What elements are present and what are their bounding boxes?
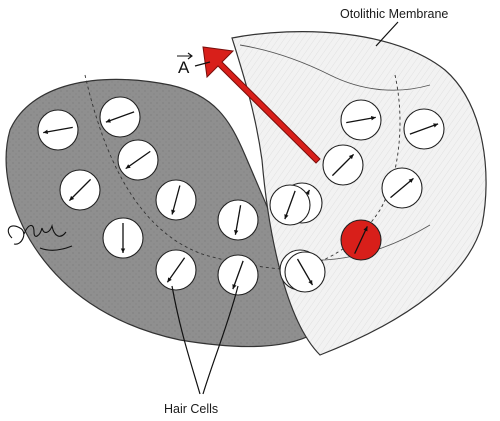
membrane-dashed-line xyxy=(299,74,401,271)
acceleration-label-vector-bar xyxy=(177,52,193,60)
polarity-arrow-shaft xyxy=(166,257,186,283)
membrane-hair-cell xyxy=(381,167,423,209)
membrane-hair-cell xyxy=(340,99,382,141)
acceleration-label-leader xyxy=(194,61,211,67)
acceleration-arrow xyxy=(202,46,321,164)
hair-cells-leader xyxy=(171,285,239,395)
artist-signature xyxy=(7,223,73,251)
polarity-arrow-shaft xyxy=(43,126,73,134)
macula-hair-cell xyxy=(99,96,141,138)
macula-hair-cells xyxy=(37,96,321,296)
macula-dashed-line xyxy=(84,74,301,271)
membrane-label: Otolithic Membrane xyxy=(340,7,448,21)
highlighted-hair-cell xyxy=(340,219,382,261)
polarity-arrow-head xyxy=(284,214,289,220)
polarity-arrow-shaft xyxy=(68,178,92,202)
polarity-arrow-shaft xyxy=(346,116,376,124)
polarity-arrow-shaft xyxy=(284,190,296,220)
polarity-arrow-head xyxy=(408,178,414,183)
macula-hair-cell xyxy=(155,179,197,221)
polarity-arrow-head xyxy=(363,226,368,232)
membrane-hair-cells xyxy=(269,99,445,293)
macula-hair-cell xyxy=(155,249,197,291)
polarity-arrow-head xyxy=(105,118,111,123)
polarity-arrow-shaft xyxy=(232,260,244,290)
polarity-arrow-head xyxy=(348,154,354,160)
membrane-hair-cell xyxy=(284,251,326,293)
membrane-inner-edge xyxy=(239,44,431,91)
membrane-hair-cell xyxy=(322,144,364,186)
polarity-arrow-shaft xyxy=(390,177,414,199)
polarity-arrow-shaft xyxy=(234,205,242,235)
polarity-arrow-head xyxy=(69,195,75,201)
macula-hair-cell xyxy=(102,217,144,259)
polarity-arrow-head xyxy=(370,116,376,121)
hair-cells-label: Hair Cells xyxy=(164,402,218,416)
polarity-arrow-shaft xyxy=(354,226,368,254)
polarity-arrow-head xyxy=(232,284,237,290)
macula-hair-cell xyxy=(217,254,259,296)
polarity-arrow-head xyxy=(43,129,49,134)
membrane-hair-cell xyxy=(269,184,311,226)
macula-hair-cell xyxy=(37,109,79,151)
polarity-arrow-head xyxy=(167,277,172,283)
polarity-arrow-head xyxy=(125,164,131,169)
macula-hair-cell xyxy=(117,139,159,181)
polarity-arrow-head xyxy=(171,209,176,215)
polarity-arrow-head xyxy=(234,229,239,235)
membrane-leader xyxy=(375,21,399,47)
polarity-arrow-shaft xyxy=(331,153,355,177)
polarity-arrow-head xyxy=(308,280,313,285)
macula-hair-cell xyxy=(217,199,259,241)
polarity-arrow-head xyxy=(305,190,310,195)
polarity-arrow-shaft xyxy=(296,258,314,286)
membrane-hair-cell xyxy=(403,108,445,150)
polarity-arrow-shaft xyxy=(409,123,439,135)
macula-hair-cell xyxy=(59,169,101,211)
polarity-arrow-head xyxy=(433,123,439,128)
polarity-arrow-shaft xyxy=(171,185,181,215)
polarity-arrow-head xyxy=(120,248,126,253)
polarity-arrow-shaft xyxy=(125,150,151,170)
acceleration-label: A xyxy=(178,58,190,77)
polarity-arrow-shaft xyxy=(105,111,135,123)
